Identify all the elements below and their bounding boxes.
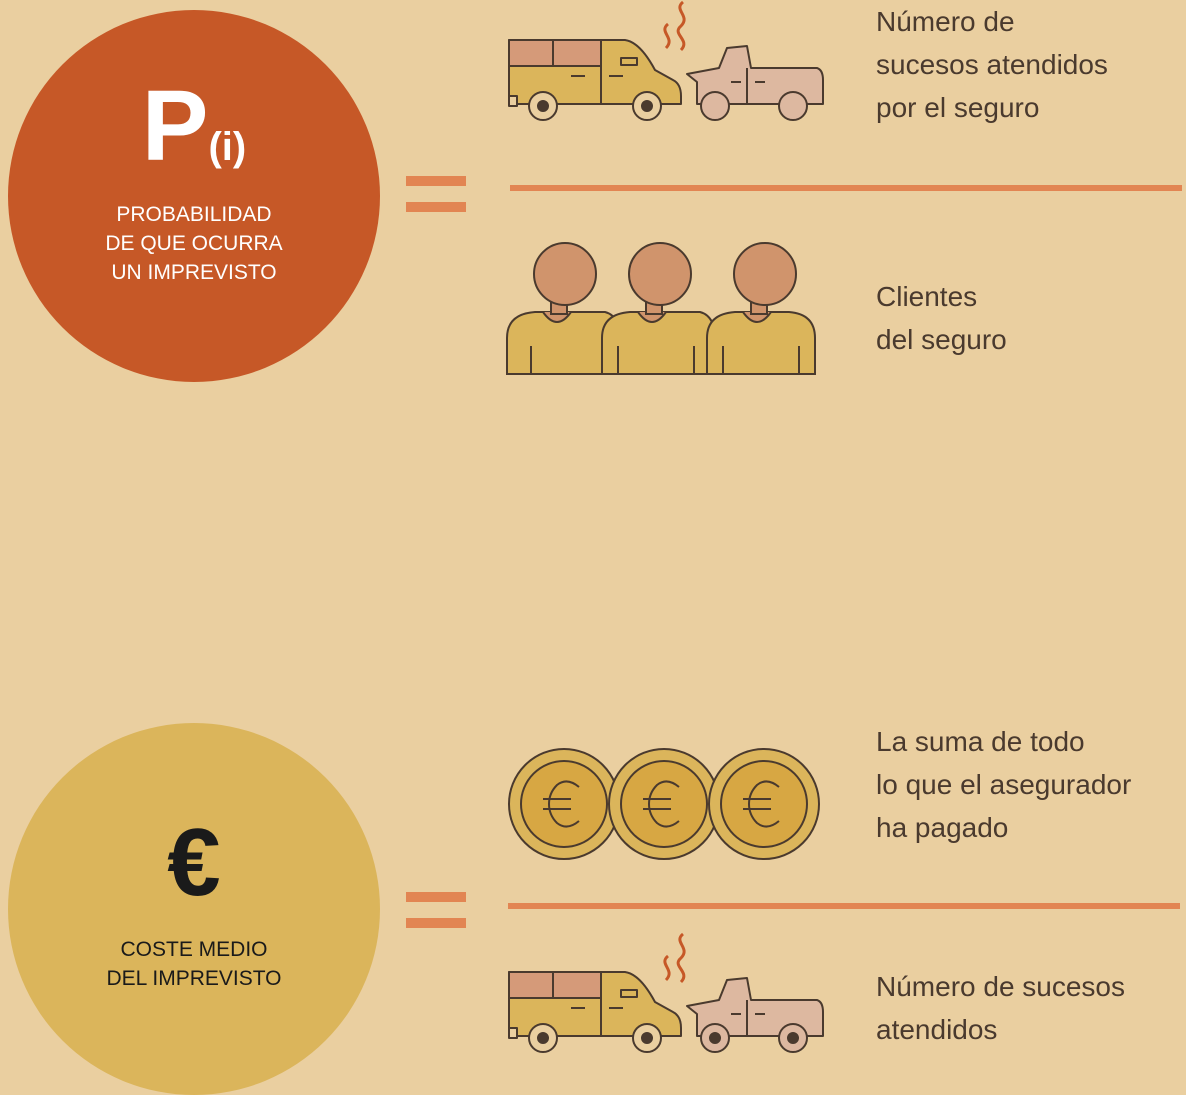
probability-circle: P(i) PROBABILIDAD DE QUE OCURRA UN IMPRE… (8, 10, 380, 382)
probability-caption: PROBABILIDAD DE QUE OCURRA UN IMPREVISTO (105, 202, 283, 284)
cost-numerator-label: La suma de todo lo que el asegurador ha … (876, 726, 1132, 843)
probability-subscript: (i) (208, 124, 247, 169)
car-crash-icon-bottom (508, 932, 824, 1053)
cost-caption: COSTE MEDIO DEL IMPREVISTO (106, 938, 282, 990)
euro-symbol: € (167, 809, 221, 916)
equals-sign-probability (406, 176, 466, 216)
car-crash-icon (508, 0, 824, 121)
clients-icon (506, 242, 816, 375)
probability-letter: P (141, 69, 209, 182)
cost-denominator-label: Número de sucesos atendidos (876, 971, 1126, 1045)
cost-circle: € COSTE MEDIO DEL IMPREVISTO (8, 723, 380, 1095)
probability-symbol: P(i) (142, 76, 246, 176)
probability-denominator-label: Clientes del seguro (876, 281, 1007, 355)
probability-numerator-label: Número de sucesos atendidos por el segur… (876, 6, 1108, 123)
equals-sign-cost (406, 892, 466, 932)
fraction-line-probability (510, 185, 1182, 191)
euro-coins-icon (508, 748, 820, 860)
fraction-line-cost (508, 903, 1180, 909)
